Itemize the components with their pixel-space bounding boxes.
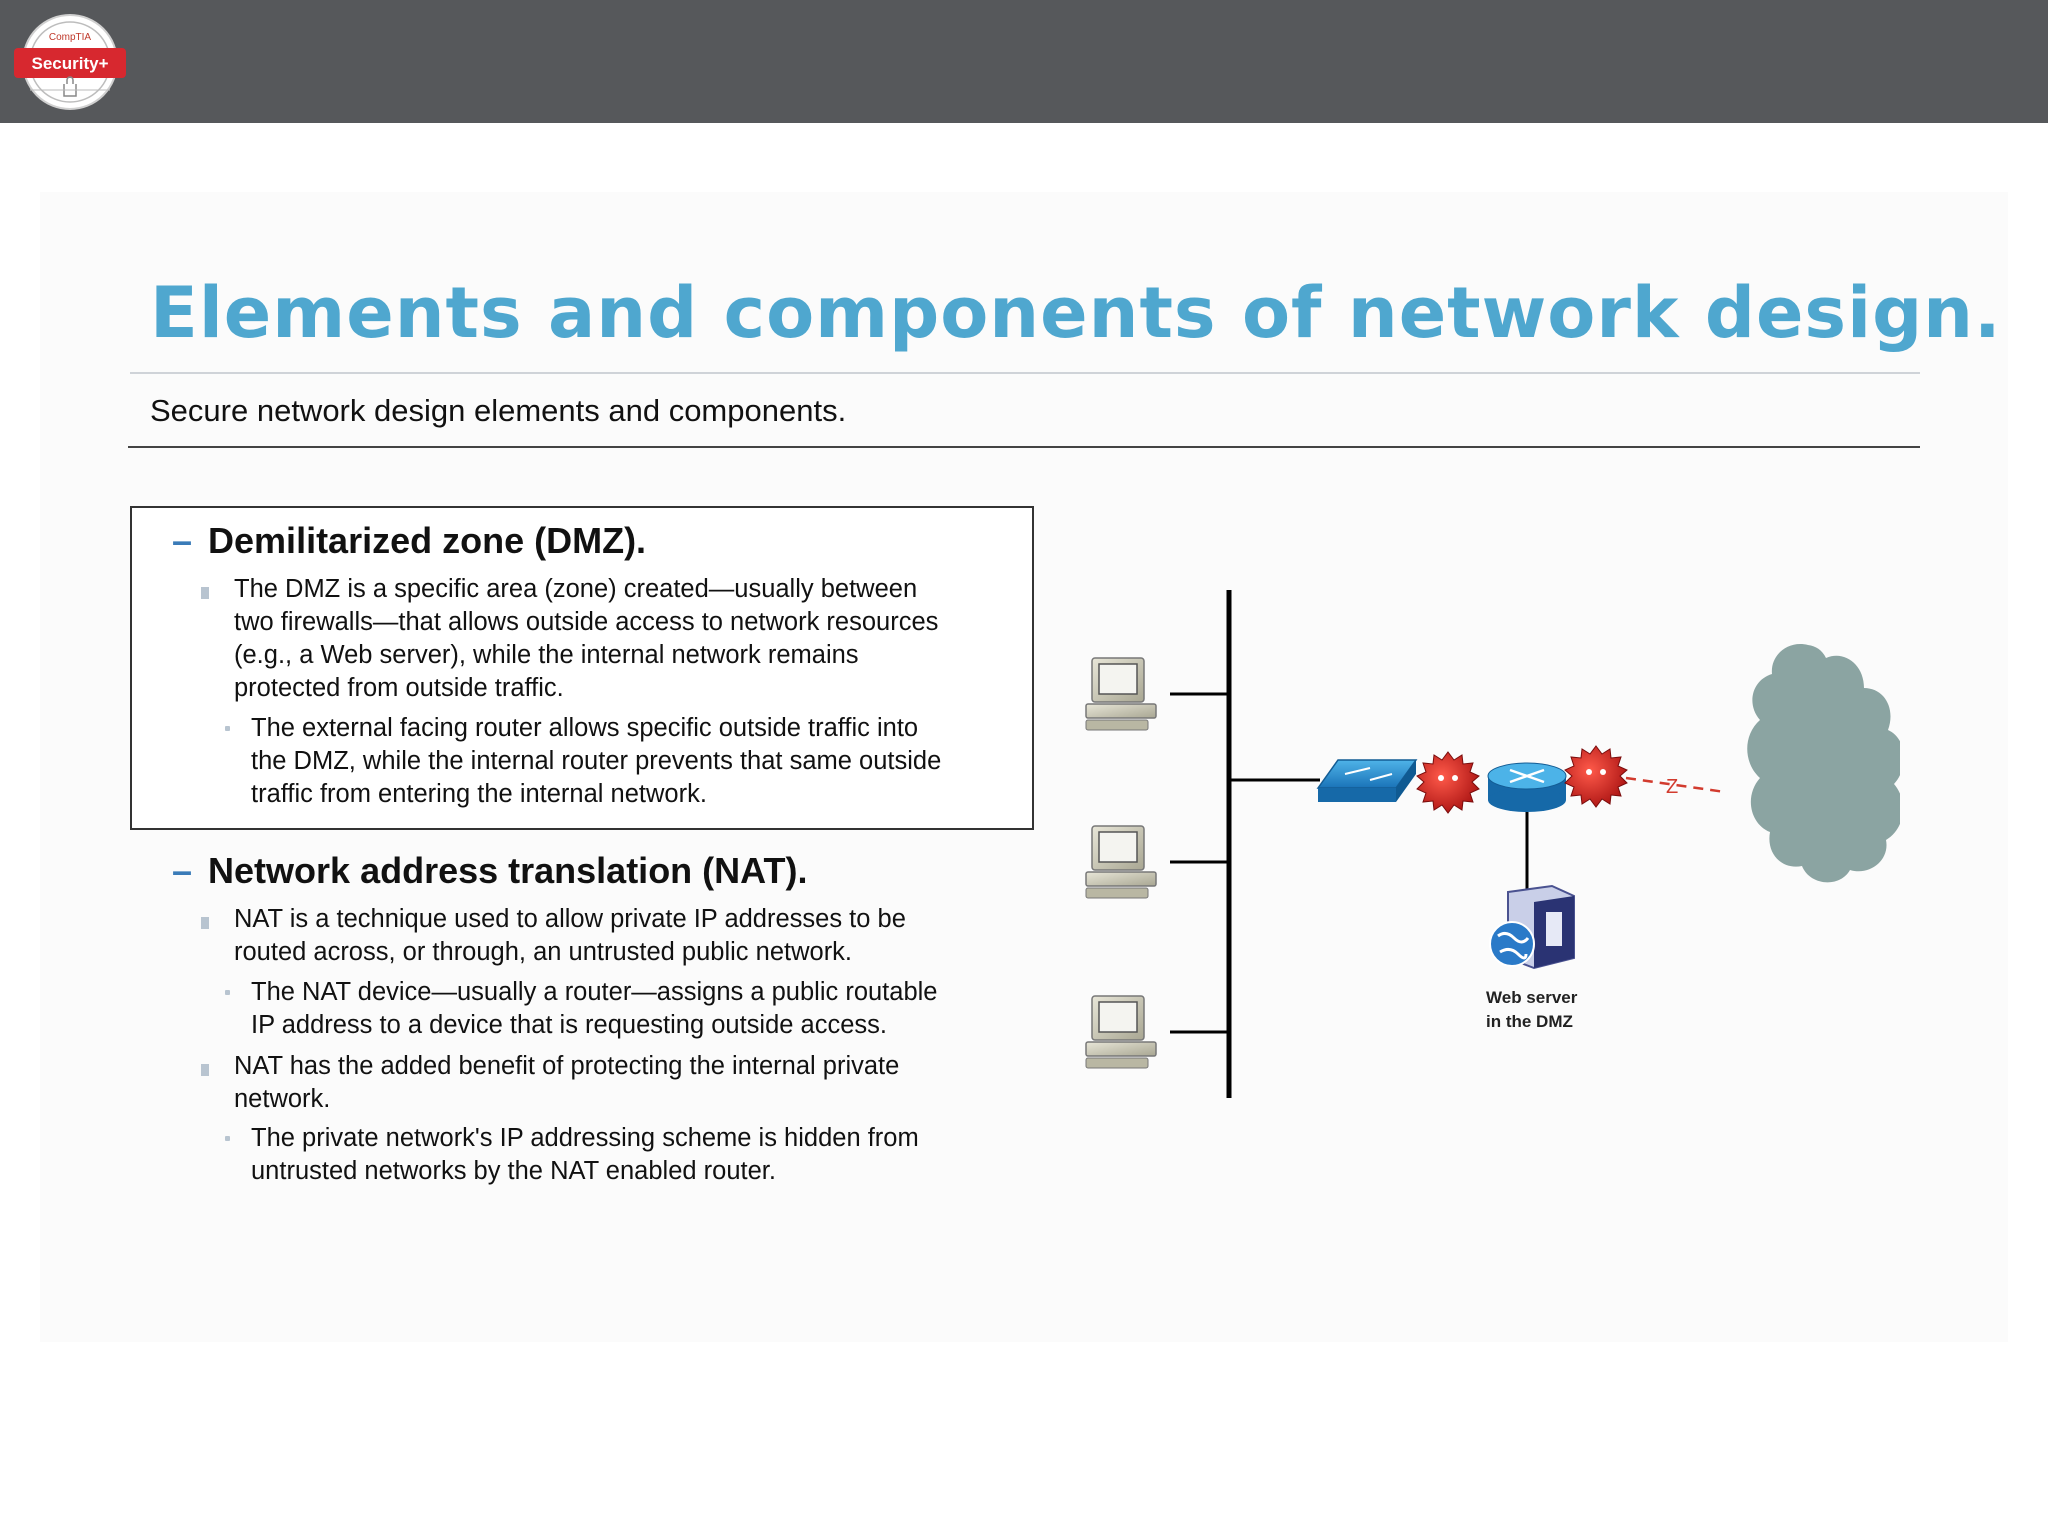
svg-text:CompTIA: CompTIA: [49, 32, 92, 43]
sub-bullet-marker: [225, 1136, 230, 1141]
workstation-icon: [1085, 995, 1157, 1069]
svg-text:Security+: Security+: [31, 54, 108, 73]
nat-sub-bullet-1: The NAT device—usually a router—assigns …: [251, 978, 938, 1039]
switch-icon: [1316, 759, 1418, 802]
workstation-icon: [1085, 825, 1157, 899]
bullet-marker: [201, 587, 209, 599]
header-bar: CompTIA Security+: [0, 0, 2048, 123]
bullet-marker: [201, 917, 209, 929]
internet-cloud-icon: [1747, 644, 1905, 883]
network-diagram: Z Web server in the DMZ: [1070, 570, 1905, 1110]
security-plus-logo: CompTIA Security+: [10, 12, 130, 112]
sub-bullet-marker: [225, 990, 230, 995]
firewall-icon: [1416, 751, 1480, 814]
workstation-icon: [1085, 657, 1157, 731]
nat-bullet-2: NAT has the added benefit of protecting …: [234, 1052, 900, 1113]
slide-title: Elements and components of network desig…: [150, 272, 2002, 354]
web-server-icon: [1489, 884, 1575, 970]
slide-subtitle: Secure network design elements and compo…: [150, 393, 847, 428]
dmz-heading: –Demilitarized zone (DMZ).: [172, 520, 647, 561]
nat-heading: –Network address translation (NAT).: [172, 850, 808, 891]
firewall-icon: [1564, 745, 1628, 808]
sub-bullet-marker: [225, 726, 230, 731]
router-icon: [1487, 762, 1567, 812]
nat-bullet-1: NAT is a technique used to allow private…: [234, 905, 906, 966]
subtitle-divider: [128, 446, 1920, 448]
title-divider: [130, 372, 1920, 374]
nat-sub-bullet-2: The private network's IP addressing sche…: [251, 1124, 919, 1185]
dmz-bullet-1: The DMZ is a specific area (zone) create…: [234, 575, 939, 702]
dmz-sub-bullet-1: The external facing router allows specif…: [251, 714, 942, 808]
web-server-caption: Web server in the DMZ: [1486, 988, 1578, 1031]
bullet-marker: [201, 1064, 209, 1076]
dmz-box: [130, 506, 1034, 830]
svg-text:Z: Z: [1666, 776, 1678, 798]
